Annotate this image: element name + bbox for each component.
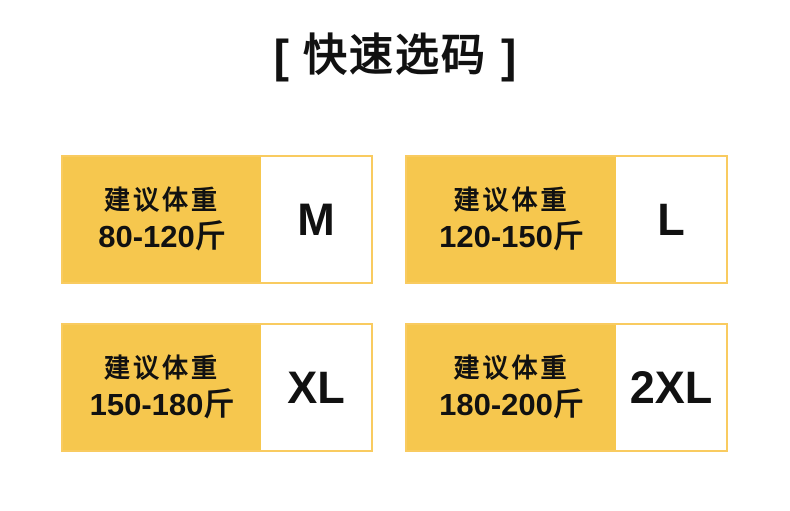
- size-box: XL: [261, 325, 371, 450]
- size-card-xl[interactable]: 建议体重 150-180斤 XL: [61, 323, 373, 452]
- title-bracket-right: ]: [501, 30, 517, 83]
- size-card-2xl[interactable]: 建议体重 180-200斤 2XL: [405, 323, 728, 452]
- suggest-weight-label: 建议体重: [103, 185, 220, 215]
- page-title: [ 快速选码 ]: [0, 30, 790, 83]
- size-card-l[interactable]: 建议体重 120-150斤 L: [405, 155, 728, 284]
- weight-range: 180-200斤: [439, 387, 584, 422]
- size-box: 2XL: [616, 325, 726, 450]
- size-box: L: [616, 157, 726, 282]
- size-letter: 2XL: [629, 362, 713, 413]
- size-grid: 建议体重 80-120斤 M 建议体重 120-150斤 L 建议体重 150-…: [61, 155, 728, 452]
- suggest-weight-label: 建议体重: [103, 353, 220, 383]
- suggest-weight-label: 建议体重: [453, 185, 570, 215]
- weight-info: 建议体重 150-180斤: [63, 325, 261, 450]
- weight-info: 建议体重 120-150斤: [407, 157, 616, 282]
- size-box: M: [261, 157, 371, 282]
- size-card-m[interactable]: 建议体重 80-120斤 M: [61, 155, 373, 284]
- weight-range: 150-180斤: [89, 387, 235, 422]
- weight-info: 建议体重 180-200斤: [407, 325, 616, 450]
- weight-range: 80-120斤: [98, 219, 226, 254]
- title-text: 快速选码: [303, 31, 487, 80]
- suggest-weight-label: 建议体重: [453, 353, 570, 383]
- size-letter: M: [297, 194, 335, 245]
- title-bracket-left: [: [273, 30, 289, 83]
- weight-info: 建议体重 80-120斤: [63, 157, 261, 282]
- size-letter: XL: [287, 362, 345, 413]
- size-letter: L: [657, 194, 685, 245]
- weight-range: 120-150斤: [439, 219, 584, 254]
